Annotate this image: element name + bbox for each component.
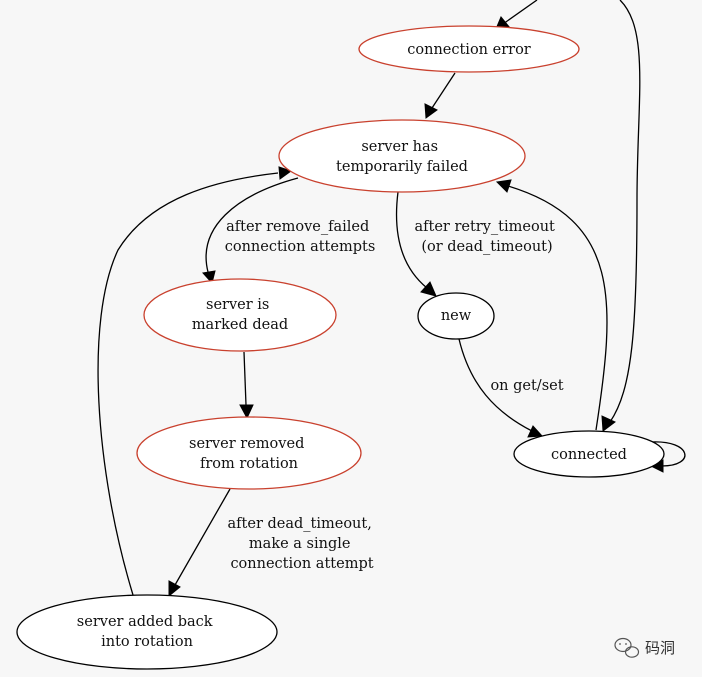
svg-text:server is marked dead: server is marked dead — [192, 297, 288, 333]
node-connection-error: connection error — [358, 25, 580, 73]
edges: after remove_failed connection attempts … — [97, 0, 686, 598]
node-marked-dead: server is marked dead — [143, 278, 337, 352]
watermark-text: 码洞 — [645, 639, 675, 657]
svg-text:connected: connected — [551, 447, 627, 463]
svg-text:connection error: connection error — [407, 42, 531, 58]
edge-new-to-connected — [458, 338, 544, 438]
node-connected: connected — [513, 430, 665, 478]
edge-connected-to-temporarily-failed — [495, 179, 608, 431]
node-removed-from-rotation: server removed from rotation — [136, 416, 362, 490]
wechat-icon — [614, 637, 640, 658]
edge-label-retry-timeout: after retry_timeout (or dead_timeout) — [415, 219, 560, 255]
svg-text:server has temporarily: server has temporarily failed — [336, 139, 468, 175]
edge-label-dead-timeout: after dead_timeout, make a single connec… — [228, 516, 377, 572]
edge-offscreen-to-connected — [601, 0, 641, 432]
svg-text:server added back into: server added back into rotation — [77, 614, 217, 650]
edge-connection-error-to-temporarily-failed — [424, 72, 456, 119]
svg-text:server removed from ro: server removed from rotation — [189, 436, 309, 472]
node-new: new — [417, 292, 495, 340]
svg-text:new: new — [441, 308, 472, 324]
edge-removed-to-added-back — [168, 488, 231, 598]
nodes: connection error server has temporarily … — [16, 25, 665, 670]
edge-label-remove-failed: after remove_failed connection attempts — [225, 219, 376, 255]
node-added-back: server added back into rotation — [16, 594, 278, 670]
edge-marked-dead-to-removed — [239, 351, 254, 420]
node-temporarily-failed: server has temporarily failed — [278, 119, 526, 193]
edge-label-on-get-set: on get/set — [490, 378, 563, 394]
edge-temporarily-failed-to-new — [395, 191, 437, 297]
watermark: 码洞 — [614, 637, 675, 658]
